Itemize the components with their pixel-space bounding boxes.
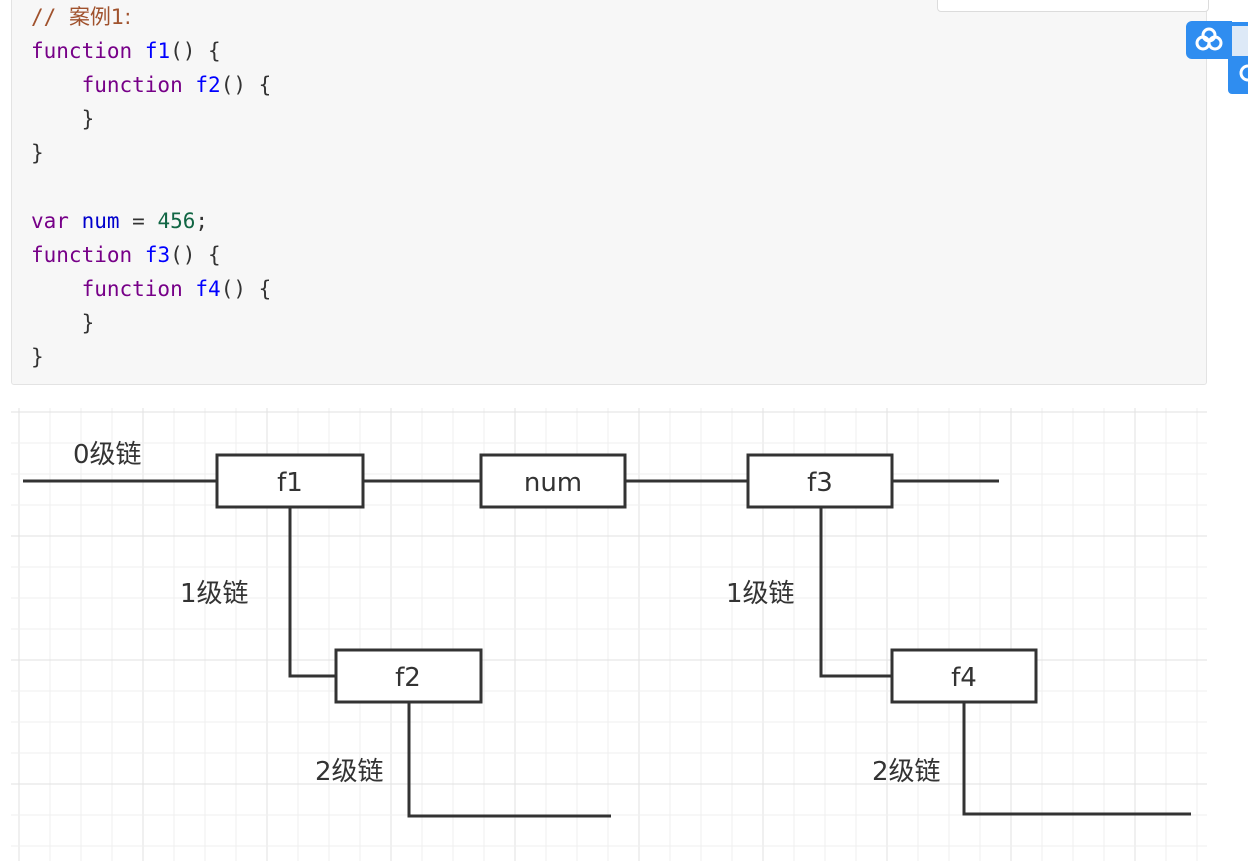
floating-panel xyxy=(937,0,1209,12)
code-token-name: f4 xyxy=(195,277,221,301)
node-num-label: num xyxy=(524,468,582,498)
level2-line-right xyxy=(962,703,1191,816)
code-line: } xyxy=(31,340,271,374)
level0-label: 0级链 xyxy=(73,440,142,470)
chain-lines xyxy=(23,479,1191,818)
node-f4-label: f4 xyxy=(951,663,977,693)
code-token-plain xyxy=(69,209,82,233)
code-token-plain: () { xyxy=(220,277,272,301)
code-token-var: num xyxy=(81,209,120,233)
level1-label-right: 1级链 xyxy=(726,579,795,609)
node-f3-label: f3 xyxy=(807,468,833,498)
node-f1-label: f1 xyxy=(277,468,303,498)
code-token-comment: // xyxy=(31,5,69,29)
code-block: // 案例1:function f1() { function f2() { }… xyxy=(11,0,1207,385)
code-token-keyword: function xyxy=(81,73,183,97)
code-token-name: f3 xyxy=(144,243,171,267)
code-token-plain xyxy=(31,277,82,301)
code-token-plain: ; xyxy=(195,209,209,233)
code-token-keyword: var xyxy=(31,209,69,233)
code-token-plain xyxy=(132,39,145,63)
code-line: function f2() { xyxy=(31,68,272,102)
side-tab-highlight xyxy=(1232,26,1248,56)
code-line: function f1() { xyxy=(31,34,271,68)
code-token-plain xyxy=(31,73,82,97)
level1-line-left xyxy=(288,508,336,678)
code-token-comment-cjk: 案例1: xyxy=(68,5,132,29)
code-token-plain: () { xyxy=(220,73,272,97)
code-line: // 案例1: xyxy=(31,0,271,34)
code-token-keyword: function xyxy=(81,277,183,301)
code-token-keyword: function xyxy=(31,39,133,63)
level2-label-left: 2级链 xyxy=(315,757,384,787)
code-token-plain xyxy=(183,73,196,97)
code-line: } xyxy=(31,306,271,340)
code-line: } xyxy=(31,136,271,170)
code-token-plain xyxy=(183,277,196,301)
level2-line-left xyxy=(407,703,611,818)
scope-chain-diagram: f1 num f3 f2 f4 0级链 1级链 1级链 2级链 2级链 xyxy=(11,408,1207,861)
node-num: num xyxy=(479,453,627,509)
code-lines: // 案例1:function f1() { function f2() { }… xyxy=(31,0,271,374)
node-f4: f4 xyxy=(890,648,1038,704)
code-token-plain: () { xyxy=(170,243,221,267)
code-line: function f3() { xyxy=(31,238,271,272)
node-f2-label: f2 xyxy=(395,663,421,693)
node-f2: f2 xyxy=(334,648,483,704)
code-line: var num = 456; xyxy=(31,204,271,238)
level2-label-right: 2级链 xyxy=(872,757,941,787)
cloud-outline-icon xyxy=(1239,64,1248,82)
cloud-icon xyxy=(1195,27,1223,51)
level1-line-right xyxy=(819,508,892,678)
level1-label-left: 1级链 xyxy=(180,579,249,609)
code-token-keyword: function xyxy=(31,243,133,267)
code-line: } xyxy=(31,102,271,136)
code-token-plain: } xyxy=(31,311,95,335)
code-line: function f4() { xyxy=(31,272,272,306)
code-token-number: 456 xyxy=(157,209,196,233)
code-token-plain xyxy=(132,243,145,267)
code-line xyxy=(31,170,271,204)
code-token-plain: } xyxy=(31,345,44,369)
code-token-plain: = xyxy=(119,209,158,233)
code-token-plain: () { xyxy=(170,39,221,63)
node-f1: f1 xyxy=(215,453,365,509)
node-f3: f3 xyxy=(746,453,894,509)
cloud-button[interactable] xyxy=(1186,21,1232,59)
code-token-name: f2 xyxy=(195,73,221,97)
code-token-plain: } xyxy=(31,107,95,131)
code-token-name: f1 xyxy=(144,39,171,63)
code-token-plain: } xyxy=(31,141,44,165)
